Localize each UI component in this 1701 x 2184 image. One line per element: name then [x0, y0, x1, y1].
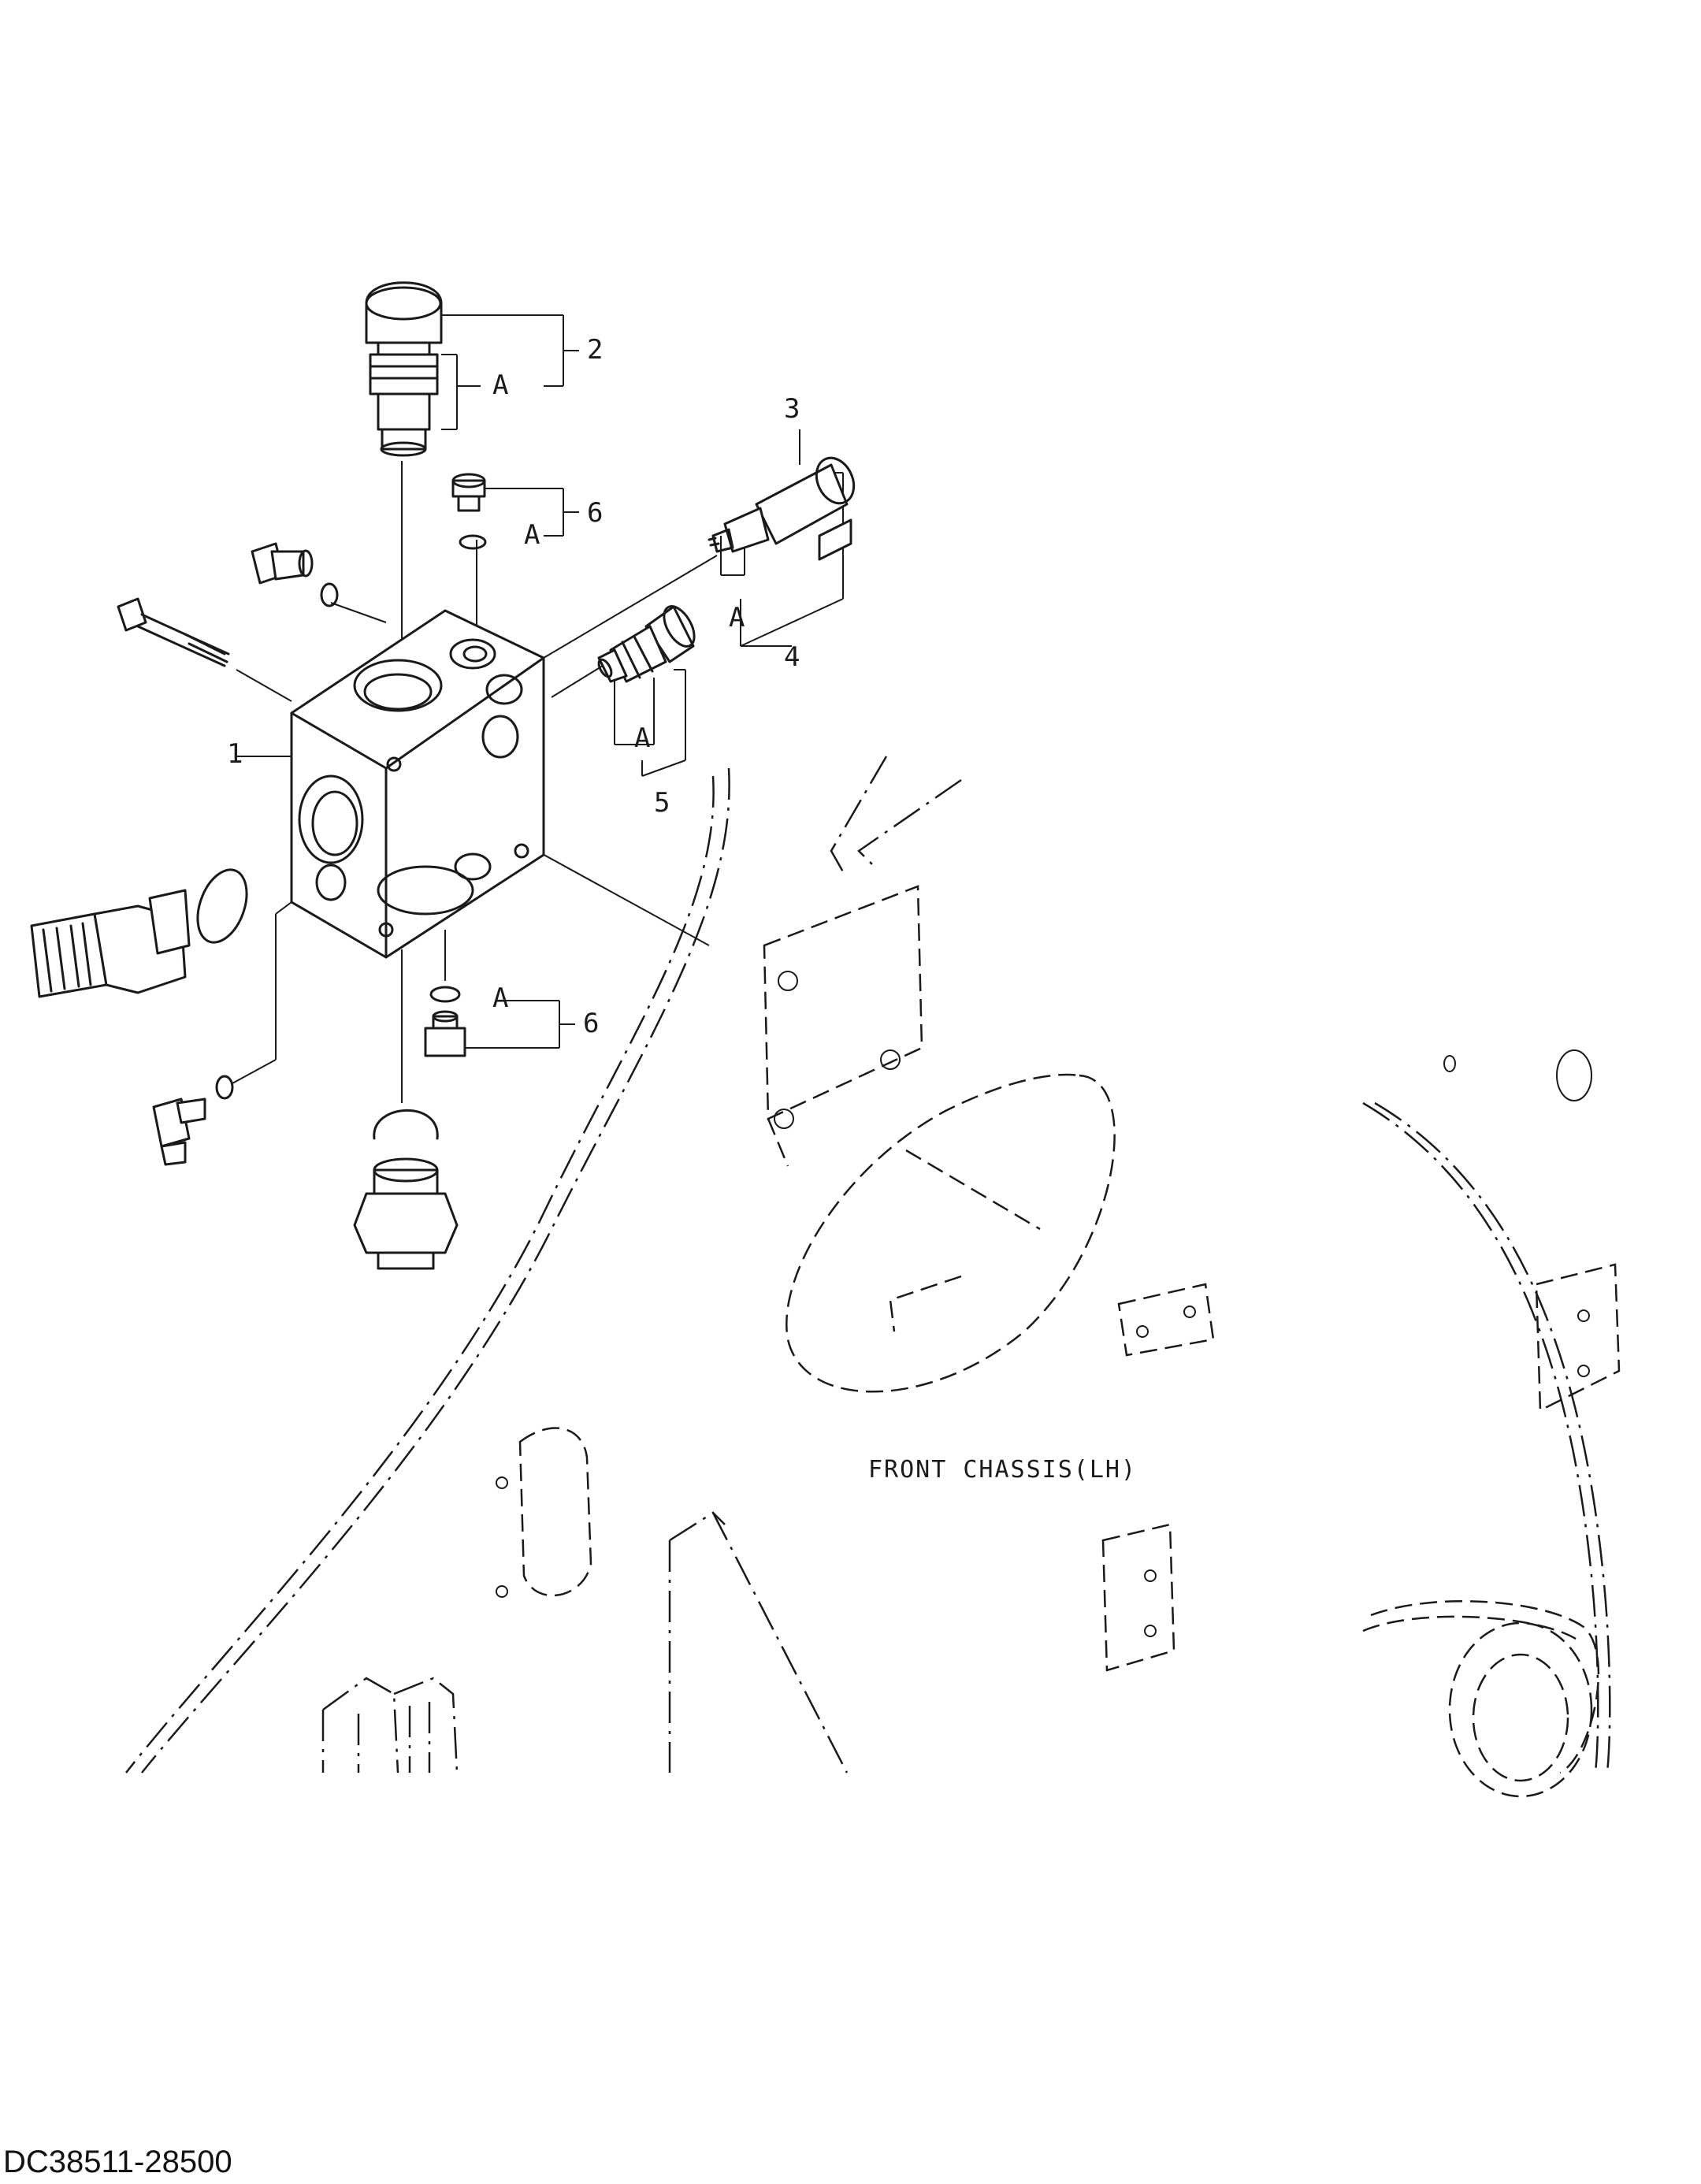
callout-1: 1 — [227, 738, 243, 770]
callout-3: 3 — [784, 393, 800, 425]
callout-2: 2 — [587, 334, 603, 366]
bolt — [117, 597, 230, 667]
callout-a-plug-upper: A — [524, 519, 540, 551]
relief-valve — [597, 605, 696, 683]
solenoid-valve — [708, 456, 856, 561]
callout-a-cartridge: A — [492, 370, 508, 401]
callout-a-solenoid: A — [729, 602, 745, 633]
o-ring-lower — [429, 986, 461, 1003]
manifold-block — [290, 609, 545, 959]
callout-a-relief: A — [634, 722, 650, 754]
plug-lower — [424, 1010, 466, 1057]
o-ring-upper — [459, 534, 487, 550]
front-chassis-outline — [125, 756, 1621, 1798]
front-chassis-label: FRONT CHASSIS(LH) — [868, 1456, 1137, 1484]
elbow-fitting-bottom — [152, 1075, 234, 1166]
cartridge-valve — [365, 281, 443, 457]
callout-6-upper: 6 — [587, 497, 603, 529]
callout-5: 5 — [654, 787, 670, 819]
part-number: DC38511-28500 — [3, 2145, 232, 2179]
straight-fitting-bottom — [353, 1109, 459, 1270]
callout-a-plug-lower: A — [492, 982, 508, 1014]
large-elbow-fitting — [30, 868, 248, 998]
plug-upper — [451, 473, 486, 512]
callout-4: 4 — [784, 641, 800, 673]
elbow-fitting-top — [251, 542, 339, 607]
callout-6-lower: 6 — [583, 1008, 599, 1039]
